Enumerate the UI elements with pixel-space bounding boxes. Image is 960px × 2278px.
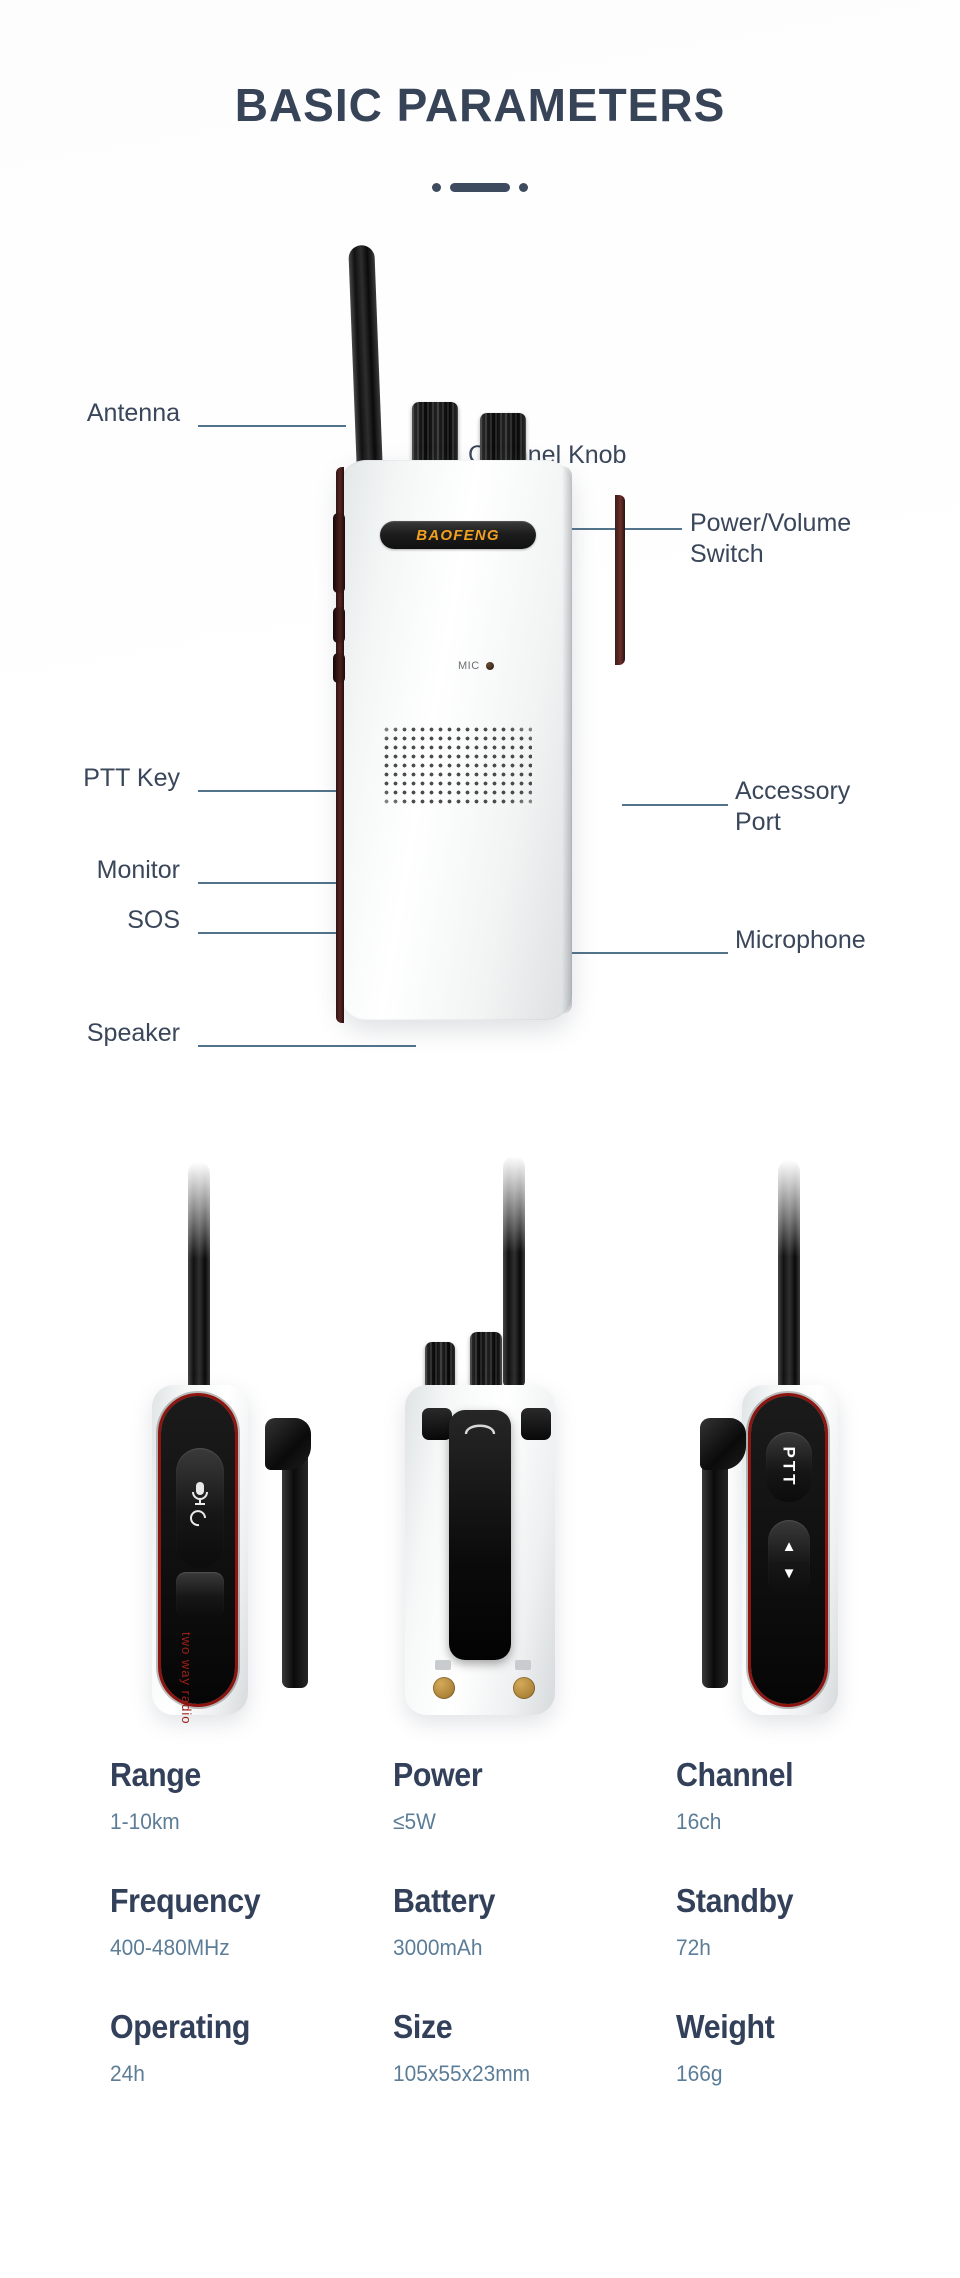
spec-cell-channel: Channel 16ch xyxy=(676,1755,870,1835)
spec-name: Standby xyxy=(676,1882,794,1919)
battery-pack xyxy=(449,1410,511,1660)
sos-button[interactable] xyxy=(333,653,345,683)
spec-cell-battery: Battery 3000mAh xyxy=(393,1881,676,1961)
contact-marking-left xyxy=(435,1660,451,1670)
spec-name: Battery xyxy=(393,1882,496,1919)
page-title: BASIC PARAMETERS xyxy=(234,79,726,131)
spec-cell-range: Range 1-10km xyxy=(110,1755,393,1835)
ptt-bar-key[interactable] xyxy=(176,1572,224,1618)
spec-value: ≤5W xyxy=(393,1809,436,1834)
callout-label-antenna: Antenna xyxy=(86,399,180,427)
callout-label-ptt-key: PTT Key xyxy=(83,764,180,792)
callout-label-microphone: Microphone xyxy=(735,926,866,954)
leader-line-ptt-key xyxy=(198,790,338,792)
microphone-icon xyxy=(190,1482,208,1527)
spec-name: Frequency xyxy=(110,1882,261,1919)
up-arrow-icon[interactable]: ▲ xyxy=(781,1538,797,1555)
accessory-port-left[interactable] xyxy=(422,1408,452,1440)
clip-latch-icon xyxy=(464,1424,496,1435)
spec-cell-size: Size 105x55x23mm xyxy=(393,2007,676,2087)
mic-monitor-key[interactable] xyxy=(176,1448,224,1568)
spec-value: 1-10km xyxy=(110,1809,180,1834)
spec-value: 24h xyxy=(110,2061,145,2086)
radio-left-edge xyxy=(336,467,344,1023)
callout-label-speaker: Speaker xyxy=(86,1019,180,1047)
leader-line-speaker xyxy=(198,1045,416,1047)
power-volume-knob[interactable] xyxy=(480,413,526,469)
power-volume-knob[interactable] xyxy=(470,1332,502,1388)
microphone-label: MIC xyxy=(458,660,480,672)
belt-clip[interactable] xyxy=(282,1430,308,1688)
specifications-grid: Range 1-10km Power ≤5W Channel 16ch Freq… xyxy=(110,1755,870,2133)
ptt-button-label: PTT xyxy=(779,1446,799,1488)
charging-contact-left xyxy=(433,1677,455,1699)
antenna xyxy=(778,1160,800,1390)
spec-cell-standby: Standby 72h xyxy=(676,1881,870,1961)
ptt-button[interactable]: PTT xyxy=(766,1432,812,1502)
decoration-dash xyxy=(450,182,510,192)
spec-value: 105x55x23mm xyxy=(393,2061,531,2086)
spec-cell-weight: Weight 166g xyxy=(676,2007,870,2087)
spec-name: Weight xyxy=(676,2008,775,2045)
brand-logo-text: BAOFENG xyxy=(416,526,500,544)
accessory-port[interactable] xyxy=(615,495,625,665)
leader-line-microphone xyxy=(572,952,728,954)
microphone-marking: MIC xyxy=(458,660,494,672)
leader-line-monitor xyxy=(198,882,338,884)
callout-label-monitor: Monitor xyxy=(96,856,180,884)
down-arrow-icon[interactable]: ▼ xyxy=(781,1565,797,1582)
channel-updown-key[interactable]: ▲ ▼ xyxy=(768,1520,810,1600)
spec-name: Operating xyxy=(110,2008,251,2045)
speaker-grille xyxy=(382,725,532,805)
decoration-dot-left xyxy=(432,182,441,192)
spec-cell-operating: Operating 24h xyxy=(110,2007,393,2087)
charging-contact-right xyxy=(513,1677,535,1699)
antenna xyxy=(503,1156,525,1386)
spec-value: 3000mAh xyxy=(393,1935,483,1960)
spec-value: 400-480MHz xyxy=(110,1935,230,1960)
contact-marking-right xyxy=(515,1660,531,1670)
spec-value: 72h xyxy=(676,1935,711,1960)
channel-knob[interactable] xyxy=(412,402,458,468)
spec-name: Channel xyxy=(676,1756,794,1793)
decoration-dot-right xyxy=(519,182,528,192)
leader-line-sos xyxy=(198,932,338,934)
spec-value: 16ch xyxy=(676,1809,722,1834)
spec-name: Range xyxy=(110,1756,201,1793)
spec-name: Power xyxy=(393,1756,483,1793)
microphone-hole-icon xyxy=(485,662,494,670)
radio-front-view: BAOFENG MIC xyxy=(333,244,625,1165)
title-decoration xyxy=(0,180,960,194)
leader-line-accessory-port xyxy=(622,804,728,806)
leader-line-antenna xyxy=(198,425,346,427)
spec-name: Size xyxy=(393,2008,453,2045)
spec-row: Frequency 400-480MHz Battery 3000mAh Sta… xyxy=(110,1881,870,1961)
side-branding-text: two way radio xyxy=(179,1632,194,1725)
callout-label-sos: SOS xyxy=(127,906,180,934)
spec-row: Operating 24h Size 105x55x23mm Weight 16… xyxy=(110,2007,870,2087)
spec-cell-power: Power ≤5W xyxy=(393,1755,676,1835)
belt-clip-hook[interactable] xyxy=(265,1418,311,1470)
spec-value: 166g xyxy=(676,2061,723,2086)
antenna xyxy=(188,1162,210,1392)
belt-clip[interactable] xyxy=(702,1430,728,1688)
spec-row: Range 1-10km Power ≤5W Channel 16ch xyxy=(110,1755,870,1835)
belt-clip-hook[interactable] xyxy=(700,1418,746,1470)
callout-label-accessory-port: Accessory Port xyxy=(735,777,851,836)
callout-label-power-volume: Power/Volume Switch xyxy=(690,509,852,568)
monitor-button[interactable] xyxy=(333,607,345,643)
ptt-key-button[interactable] xyxy=(333,513,345,593)
brand-logo: BAOFENG xyxy=(380,521,536,549)
channel-knob[interactable] xyxy=(425,1342,455,1388)
spec-cell-frequency: Frequency 400-480MHz xyxy=(110,1881,393,1961)
accessory-port-right[interactable] xyxy=(521,1408,551,1440)
